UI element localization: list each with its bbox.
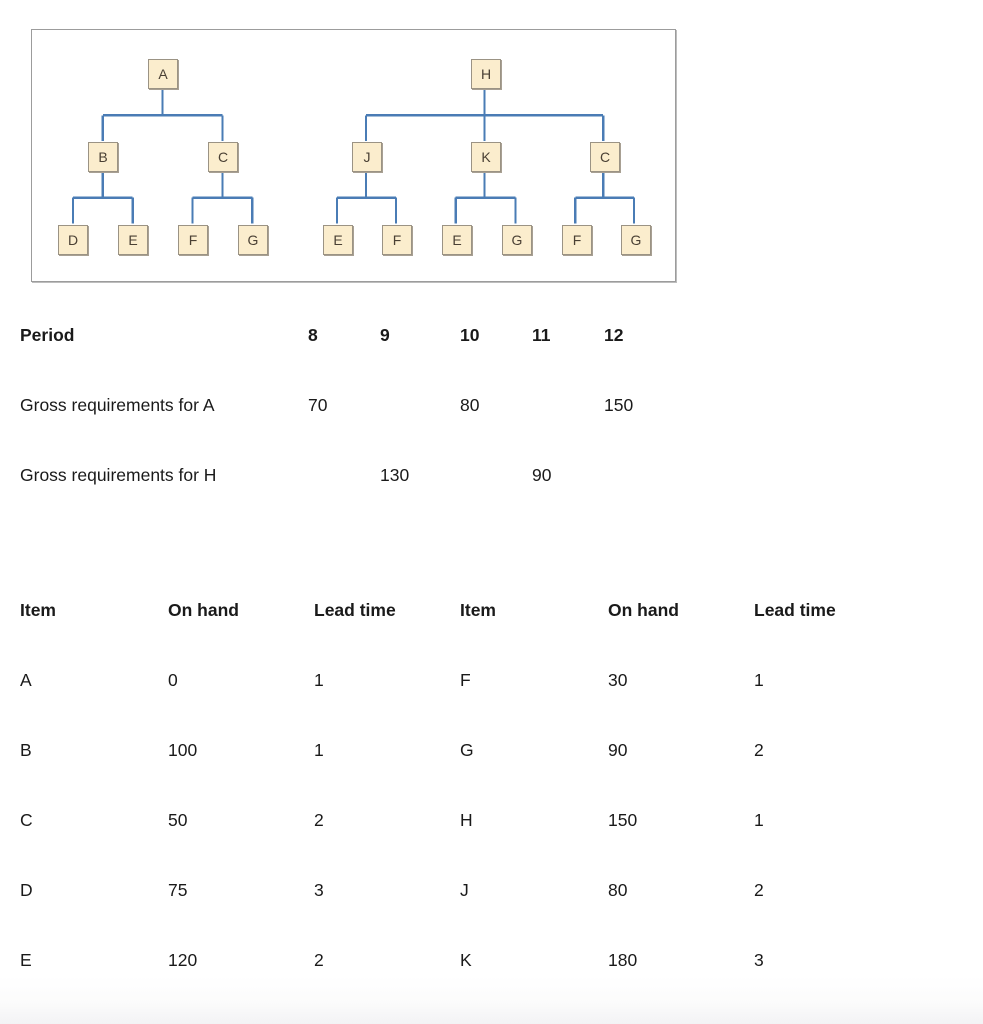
header-item-left: Item — [20, 600, 56, 620]
cell-item-left: B — [20, 740, 32, 760]
gross-h-period-9: 130 — [380, 465, 410, 485]
period-header-label: Period — [20, 325, 75, 345]
gross-a-period-8: 70 — [308, 395, 328, 415]
cell-on-hand-left: 0 — [168, 670, 178, 690]
gross-a-period-12: 150 — [604, 395, 634, 415]
period-header-12: 12 — [604, 325, 624, 345]
cell-lead-time-left: 2 — [314, 810, 324, 830]
table-row: A 0 1 F 30 1 — [20, 670, 960, 740]
cell-item-right: K — [460, 950, 472, 970]
bom-connector-layer — [71, 88, 636, 224]
table-row: C 50 2 H 150 1 — [20, 810, 960, 880]
bom-node-e: E — [323, 225, 353, 255]
header-on-hand-right: On hand — [608, 600, 679, 620]
period-header-10: 10 — [460, 325, 480, 345]
bom-node-g: G — [238, 225, 268, 255]
cell-on-hand-right: 90 — [608, 740, 628, 760]
bom-node-g: G — [621, 225, 651, 255]
bom-node-b: B — [88, 142, 118, 172]
cell-lead-time-left: 1 — [314, 670, 324, 690]
cell-item-right: G — [460, 740, 474, 760]
header-on-hand-left: On hand — [168, 600, 239, 620]
gross-requirements-h-label: Gross requirements for H — [20, 465, 217, 485]
cell-lead-time-right: 1 — [754, 670, 764, 690]
cell-item-right: H — [460, 810, 473, 830]
period-header-8: 8 — [308, 325, 318, 345]
cell-on-hand-left: 75 — [168, 880, 188, 900]
period-header-row: Period 8 9 10 11 12 — [20, 325, 720, 395]
bom-node-c: C — [208, 142, 238, 172]
bom-node-d: D — [58, 225, 88, 255]
gross-requirements-h-row: Gross requirements for H 130 90 — [20, 465, 720, 535]
cell-on-hand-right: 180 — [608, 950, 638, 970]
gross-requirements-a-row: Gross requirements for A 70 80 150 — [20, 395, 720, 465]
cell-item-left: D — [20, 880, 33, 900]
header-lead-time-left: Lead time — [314, 600, 396, 620]
cell-item-left: C — [20, 810, 33, 830]
cell-on-hand-left: 50 — [168, 810, 188, 830]
gross-a-period-10: 80 — [460, 395, 480, 415]
cell-item-left: E — [20, 950, 32, 970]
gross-h-period-11: 90 — [532, 465, 552, 485]
cell-on-hand-right: 80 — [608, 880, 628, 900]
bom-node-k: K — [471, 142, 501, 172]
table-row: D 75 3 J 80 2 — [20, 880, 960, 950]
period-requirements-table: Period 8 9 10 11 12 Gross requirements f… — [20, 325, 720, 535]
bom-node-c: C — [590, 142, 620, 172]
bom-node-h: H — [471, 59, 501, 89]
period-header-11: 11 — [532, 325, 551, 345]
cell-lead-time-right: 2 — [754, 740, 764, 760]
cell-item-right: J — [460, 880, 469, 900]
bom-node-e: E — [118, 225, 148, 255]
cell-item-left: A — [20, 670, 32, 690]
cell-lead-time-right: 3 — [754, 950, 764, 970]
header-lead-time-right: Lead time — [754, 600, 836, 620]
header-item-right: Item — [460, 600, 496, 620]
cell-lead-time-right: 1 — [754, 810, 764, 830]
bom-node-f: F — [562, 225, 592, 255]
table-row: B 100 1 G 90 2 — [20, 740, 960, 810]
period-header-9: 9 — [380, 325, 390, 345]
cell-lead-time-left: 2 — [314, 950, 324, 970]
bom-node-j: J — [352, 142, 382, 172]
bom-node-f: F — [382, 225, 412, 255]
cell-on-hand-right: 30 — [608, 670, 628, 690]
bom-node-f: F — [178, 225, 208, 255]
cell-lead-time-left: 3 — [314, 880, 324, 900]
cell-on-hand-left: 120 — [168, 950, 198, 970]
cell-on-hand-right: 150 — [608, 810, 638, 830]
cell-on-hand-left: 100 — [168, 740, 198, 760]
bom-node-a: A — [148, 59, 178, 89]
gross-requirements-a-label: Gross requirements for A — [20, 395, 215, 415]
item-table-header-row: Item On hand Lead time Item On hand Lead… — [20, 600, 960, 670]
cell-item-right: F — [460, 670, 471, 690]
cell-lead-time-right: 2 — [754, 880, 764, 900]
cell-lead-time-left: 1 — [314, 740, 324, 760]
table-row: E 120 2 K 180 3 — [20, 950, 960, 1020]
bom-node-e: E — [442, 225, 472, 255]
bom-node-g: G — [502, 225, 532, 255]
item-inventory-tables: Item On hand Lead time Item On hand Lead… — [20, 600, 960, 1020]
